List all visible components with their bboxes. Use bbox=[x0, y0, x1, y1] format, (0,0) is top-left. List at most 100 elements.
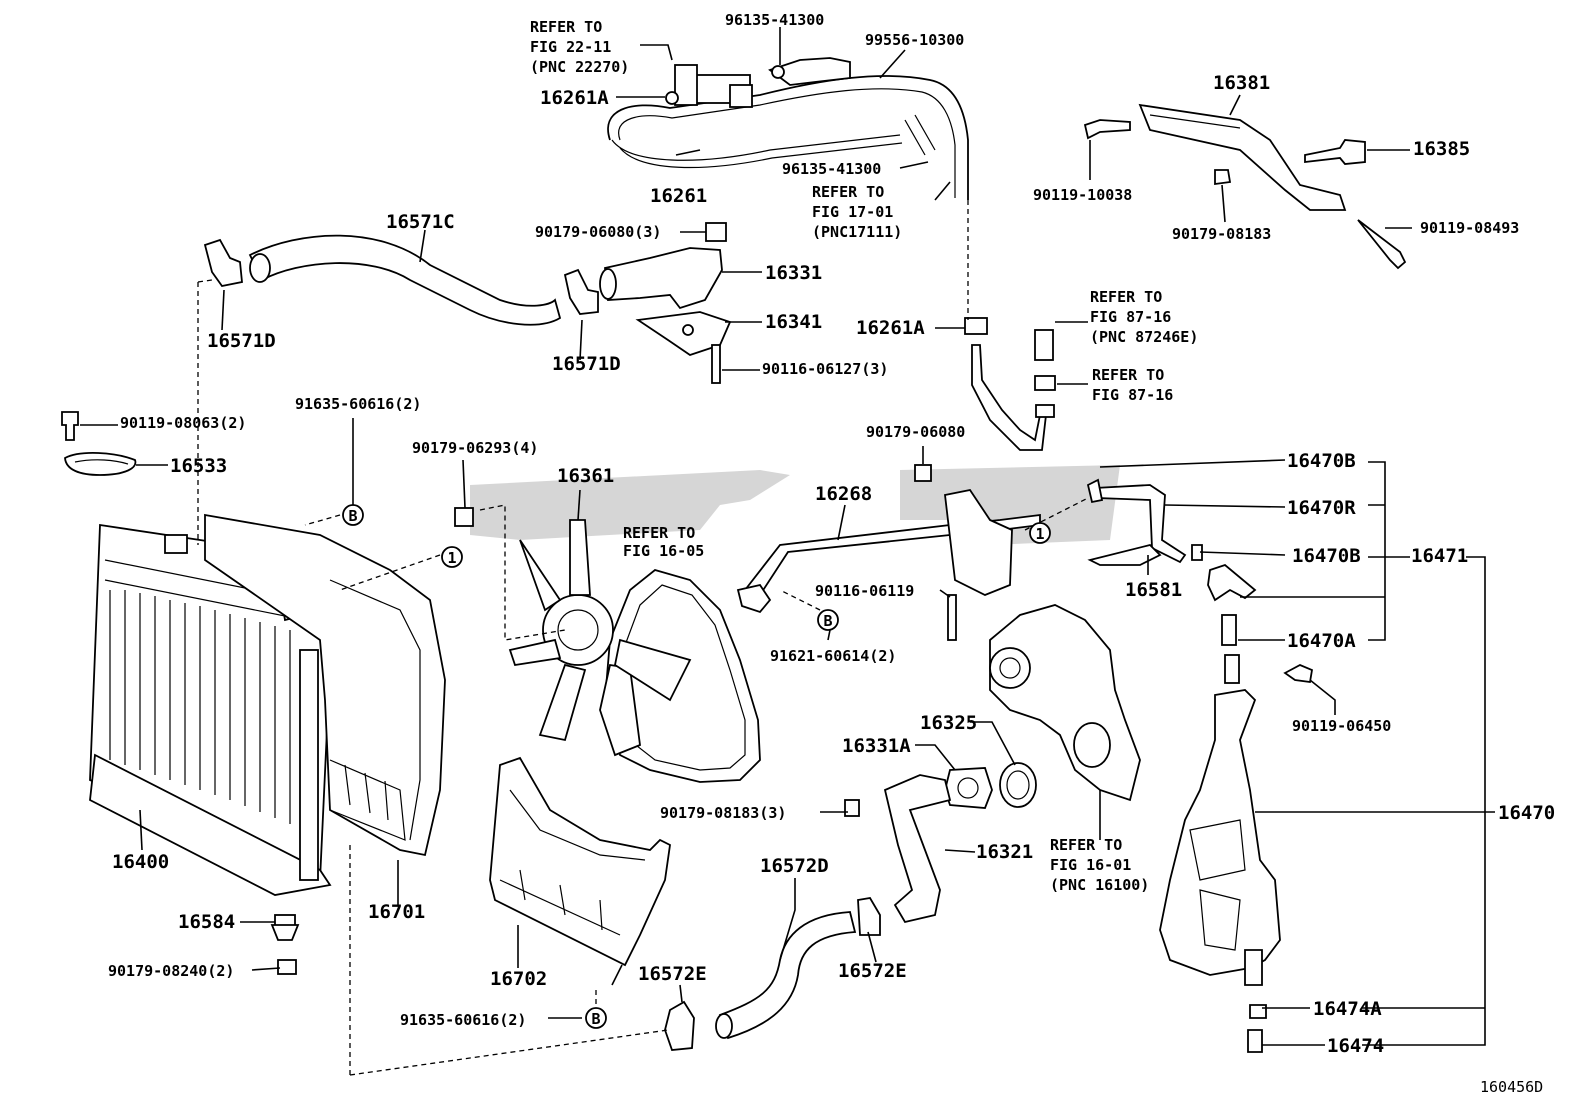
part-label: 16581 bbox=[1125, 579, 1182, 601]
reference-notes: REFER TO FIG 22-11 (PNC 22270) REFER TO … bbox=[530, 18, 1198, 894]
part-label: 16331A bbox=[842, 735, 911, 757]
fan-16361 bbox=[454, 507, 761, 783]
leader-lines bbox=[80, 27, 1495, 1046]
water-outlet-16331 bbox=[599, 222, 732, 384]
circle-1-text: 1 bbox=[447, 549, 456, 567]
ref-note-line: FIG 22-11 bbox=[530, 38, 611, 56]
circle-1-marker bbox=[1029, 522, 1051, 544]
part-label: 16400 bbox=[112, 851, 169, 873]
part-label: 16470R bbox=[1287, 497, 1356, 519]
part-label: 90119-10038 bbox=[1033, 186, 1132, 204]
misc-bolts bbox=[61, 411, 137, 476]
part-label: 16261A bbox=[856, 317, 925, 339]
part-label: 16571D bbox=[207, 330, 276, 352]
part-label: 16470B bbox=[1287, 450, 1356, 472]
circle-1-text: 1 bbox=[1035, 525, 1044, 543]
circle-b-marker bbox=[585, 1007, 607, 1029]
ref-note-line: (PNC 22270) bbox=[530, 58, 629, 76]
part-label: 16361 bbox=[557, 465, 614, 487]
upper-hose-group bbox=[607, 57, 969, 200]
shroud-16701 bbox=[204, 513, 446, 857]
ref-note-line: REFER TO bbox=[1050, 836, 1122, 854]
ref-note-line: FIG 87-16 bbox=[1090, 308, 1171, 326]
ref-note-line: (PNC 16100) bbox=[1050, 876, 1149, 894]
ref-note-line: REFER TO bbox=[1092, 366, 1164, 384]
ref-note-line: REFER TO bbox=[623, 524, 695, 542]
ref-note-line: REFER TO bbox=[812, 183, 884, 201]
part-label: 90179-08183(3) bbox=[660, 804, 786, 822]
part-label: 16325 bbox=[920, 712, 977, 734]
hose-16321 bbox=[857, 774, 952, 936]
circle-b-text: B bbox=[591, 1010, 600, 1028]
part-label: 90116-06119 bbox=[815, 582, 914, 600]
part-label: 16701 bbox=[368, 901, 425, 923]
part-label: 90119-06450 bbox=[1292, 717, 1391, 735]
part-label: 90119-08493 bbox=[1420, 219, 1519, 237]
part-label: 16261A bbox=[540, 87, 609, 109]
part-label: 90179-06293(4) bbox=[412, 439, 538, 457]
part-label: 16533 bbox=[170, 455, 227, 477]
diagram-id: 160456D bbox=[1480, 1078, 1543, 1096]
part-label: 16572D bbox=[760, 855, 829, 877]
circle-b-marker bbox=[342, 504, 364, 526]
circle-b-marker bbox=[817, 609, 839, 631]
part-label: 91621-60614(2) bbox=[770, 647, 896, 665]
hose-16571C bbox=[203, 234, 599, 326]
ref-note-line: REFER TO bbox=[1090, 288, 1162, 306]
part-label: 90179-06080 bbox=[866, 423, 965, 441]
ref-note-line: (PNC 87246E) bbox=[1090, 328, 1198, 346]
reservoir-hoses bbox=[1086, 478, 1314, 684]
part-label: 16331 bbox=[765, 262, 822, 284]
part-label: 96135-41300 bbox=[782, 160, 881, 178]
part-label: 16321 bbox=[976, 841, 1033, 863]
part-label: 90179-08240(2) bbox=[108, 962, 234, 980]
part-label: 99556-10300 bbox=[865, 31, 964, 49]
part-label: 16471 bbox=[1411, 545, 1468, 567]
circle-b-text: B bbox=[823, 612, 832, 630]
ref-note-line: FIG 16-01 bbox=[1050, 856, 1131, 874]
part-label: 90119-08063(2) bbox=[120, 414, 246, 432]
part-label: 16261 bbox=[650, 185, 707, 207]
part-label: 91635-60616(2) bbox=[295, 395, 421, 413]
ref-note-line: FIG 17-01 bbox=[812, 203, 893, 221]
part-label: 91635-60616(2) bbox=[400, 1011, 526, 1029]
part-label: 16385 bbox=[1413, 138, 1470, 160]
circle-b-text: B bbox=[348, 507, 357, 525]
part-label: 16584 bbox=[178, 911, 235, 933]
part-labels: 96135-41300 99556-10300 16261A 16261 961… bbox=[108, 11, 1555, 1096]
part-label: 90116-06127(3) bbox=[762, 360, 888, 378]
part-label: 16470A bbox=[1287, 630, 1356, 652]
thermostat-16325 bbox=[944, 762, 1037, 809]
pipe-16261A bbox=[964, 317, 1056, 451]
part-label: 90179-06080(3) bbox=[535, 223, 661, 241]
watermark bbox=[470, 465, 1120, 545]
dashed-lines bbox=[197, 200, 1089, 1076]
part-label: 16470 bbox=[1498, 802, 1555, 824]
part-label: 16470B bbox=[1292, 545, 1361, 567]
water-pump bbox=[989, 604, 1141, 802]
part-label: 16702 bbox=[490, 968, 547, 990]
part-label: 16381 bbox=[1213, 72, 1270, 94]
part-label: 16571D bbox=[552, 353, 621, 375]
ref-note-line: FIG 87-16 bbox=[1092, 386, 1173, 404]
markers: B B B 1 1 bbox=[342, 504, 1051, 1029]
part-label: 16474A bbox=[1313, 998, 1382, 1020]
reservoir-tank-16470 bbox=[1159, 689, 1281, 1053]
part-label: 16341 bbox=[765, 311, 822, 333]
ref-note-line: REFER TO bbox=[530, 18, 602, 36]
circle-1-marker bbox=[441, 546, 463, 568]
ref-note-line: (PNC17111) bbox=[812, 223, 902, 241]
part-label: 16474 bbox=[1327, 1035, 1384, 1057]
part-label: 16268 bbox=[815, 483, 872, 505]
part-label: 90179-08183 bbox=[1172, 225, 1271, 243]
part-label: 96135-41300 bbox=[725, 11, 824, 29]
bracket-16381 bbox=[1083, 103, 1407, 270]
radiator-16400 bbox=[89, 523, 332, 975]
shroud-16702 bbox=[489, 756, 671, 967]
part-label: 16572E bbox=[638, 963, 707, 985]
part-label: 16572E bbox=[838, 960, 907, 982]
nut-90179-08183 bbox=[844, 799, 860, 817]
ref-note-line: FIG 16-05 bbox=[623, 542, 704, 560]
